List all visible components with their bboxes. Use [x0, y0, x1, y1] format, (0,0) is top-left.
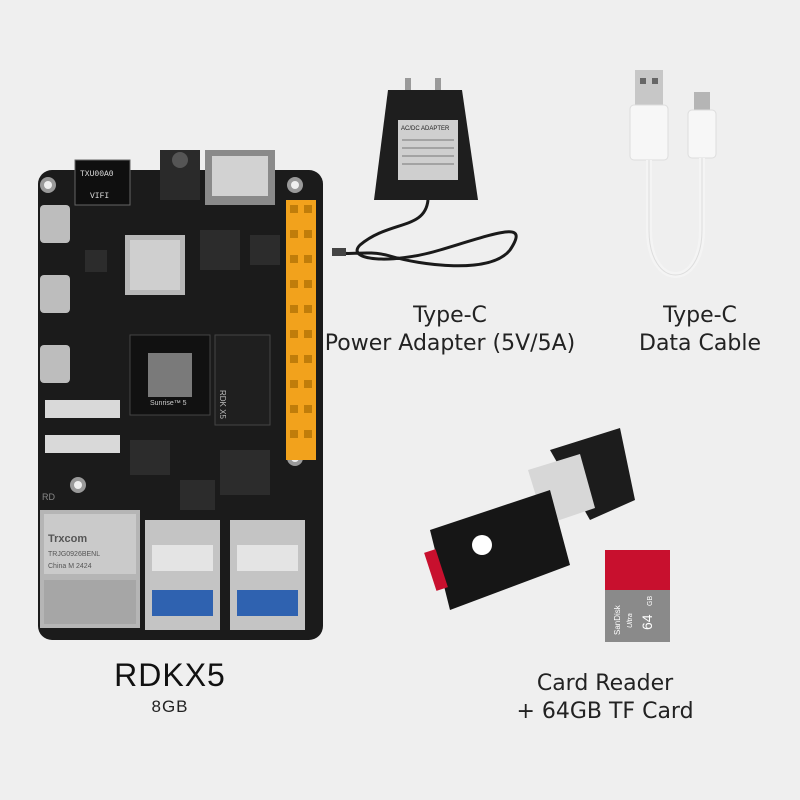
- rdk-x5-board: TXU00A0 VIFI Sunrise™ 5 RDK X5: [30, 150, 330, 650]
- board-memory: 8GB: [151, 697, 189, 716]
- sd-brand: SanDisk: [613, 604, 622, 635]
- data-cable-caption: Type-C Data Cable: [610, 302, 790, 358]
- wifi-label-top: TXU00A0: [80, 170, 114, 179]
- eth-part: TRJG0926BENL: [48, 551, 100, 558]
- card-reader-line1: Card Reader: [536, 671, 674, 696]
- adapter-label-head: AC/DC ADAPTER: [401, 126, 450, 132]
- data-cable-line2: Data Cable: [639, 331, 761, 356]
- power-adapter-line1: Type-C: [413, 303, 487, 328]
- card-reader-line2: + 64GB TF Card: [516, 699, 694, 724]
- data-cable-image: [610, 60, 740, 290]
- board-name: RDKX5: [114, 657, 226, 693]
- board-illustration: TXU00A0 VIFI Sunrise™ 5 RDK X5: [38, 150, 323, 640]
- power-adapter-icon: AC/DC ADAPTER: [332, 78, 518, 268]
- sd-capacity: 64: [639, 614, 655, 630]
- power-adapter-caption: Type-C Power Adapter (5V/5A): [310, 302, 590, 358]
- wifi-label-bottom: VIFI: [90, 192, 109, 201]
- power-adapter-image: AC/DC ADAPTER: [330, 70, 560, 290]
- soc-label: Sunrise™ 5: [150, 400, 187, 407]
- card-reader-caption: Card Reader + 64GB TF Card: [490, 670, 720, 726]
- card-reader-icon: SanDisk Ultra 64 GB: [424, 428, 670, 642]
- power-adapter-line2: Power Adapter (5V/5A): [324, 331, 576, 356]
- board-name-label: RDK X5: [218, 390, 227, 419]
- side-letters: RD: [42, 492, 55, 502]
- data-cable-line1: Type-C: [663, 303, 737, 328]
- card-reader-image: SanDisk Ultra 64 GB: [420, 420, 690, 660]
- sd-unit: GB: [647, 596, 654, 606]
- sd-line: Ultra: [627, 613, 634, 628]
- eth-brand: Trxcom: [48, 533, 87, 545]
- eth-origin: China M 2424: [48, 563, 92, 570]
- data-cable-icon: [629, 70, 717, 278]
